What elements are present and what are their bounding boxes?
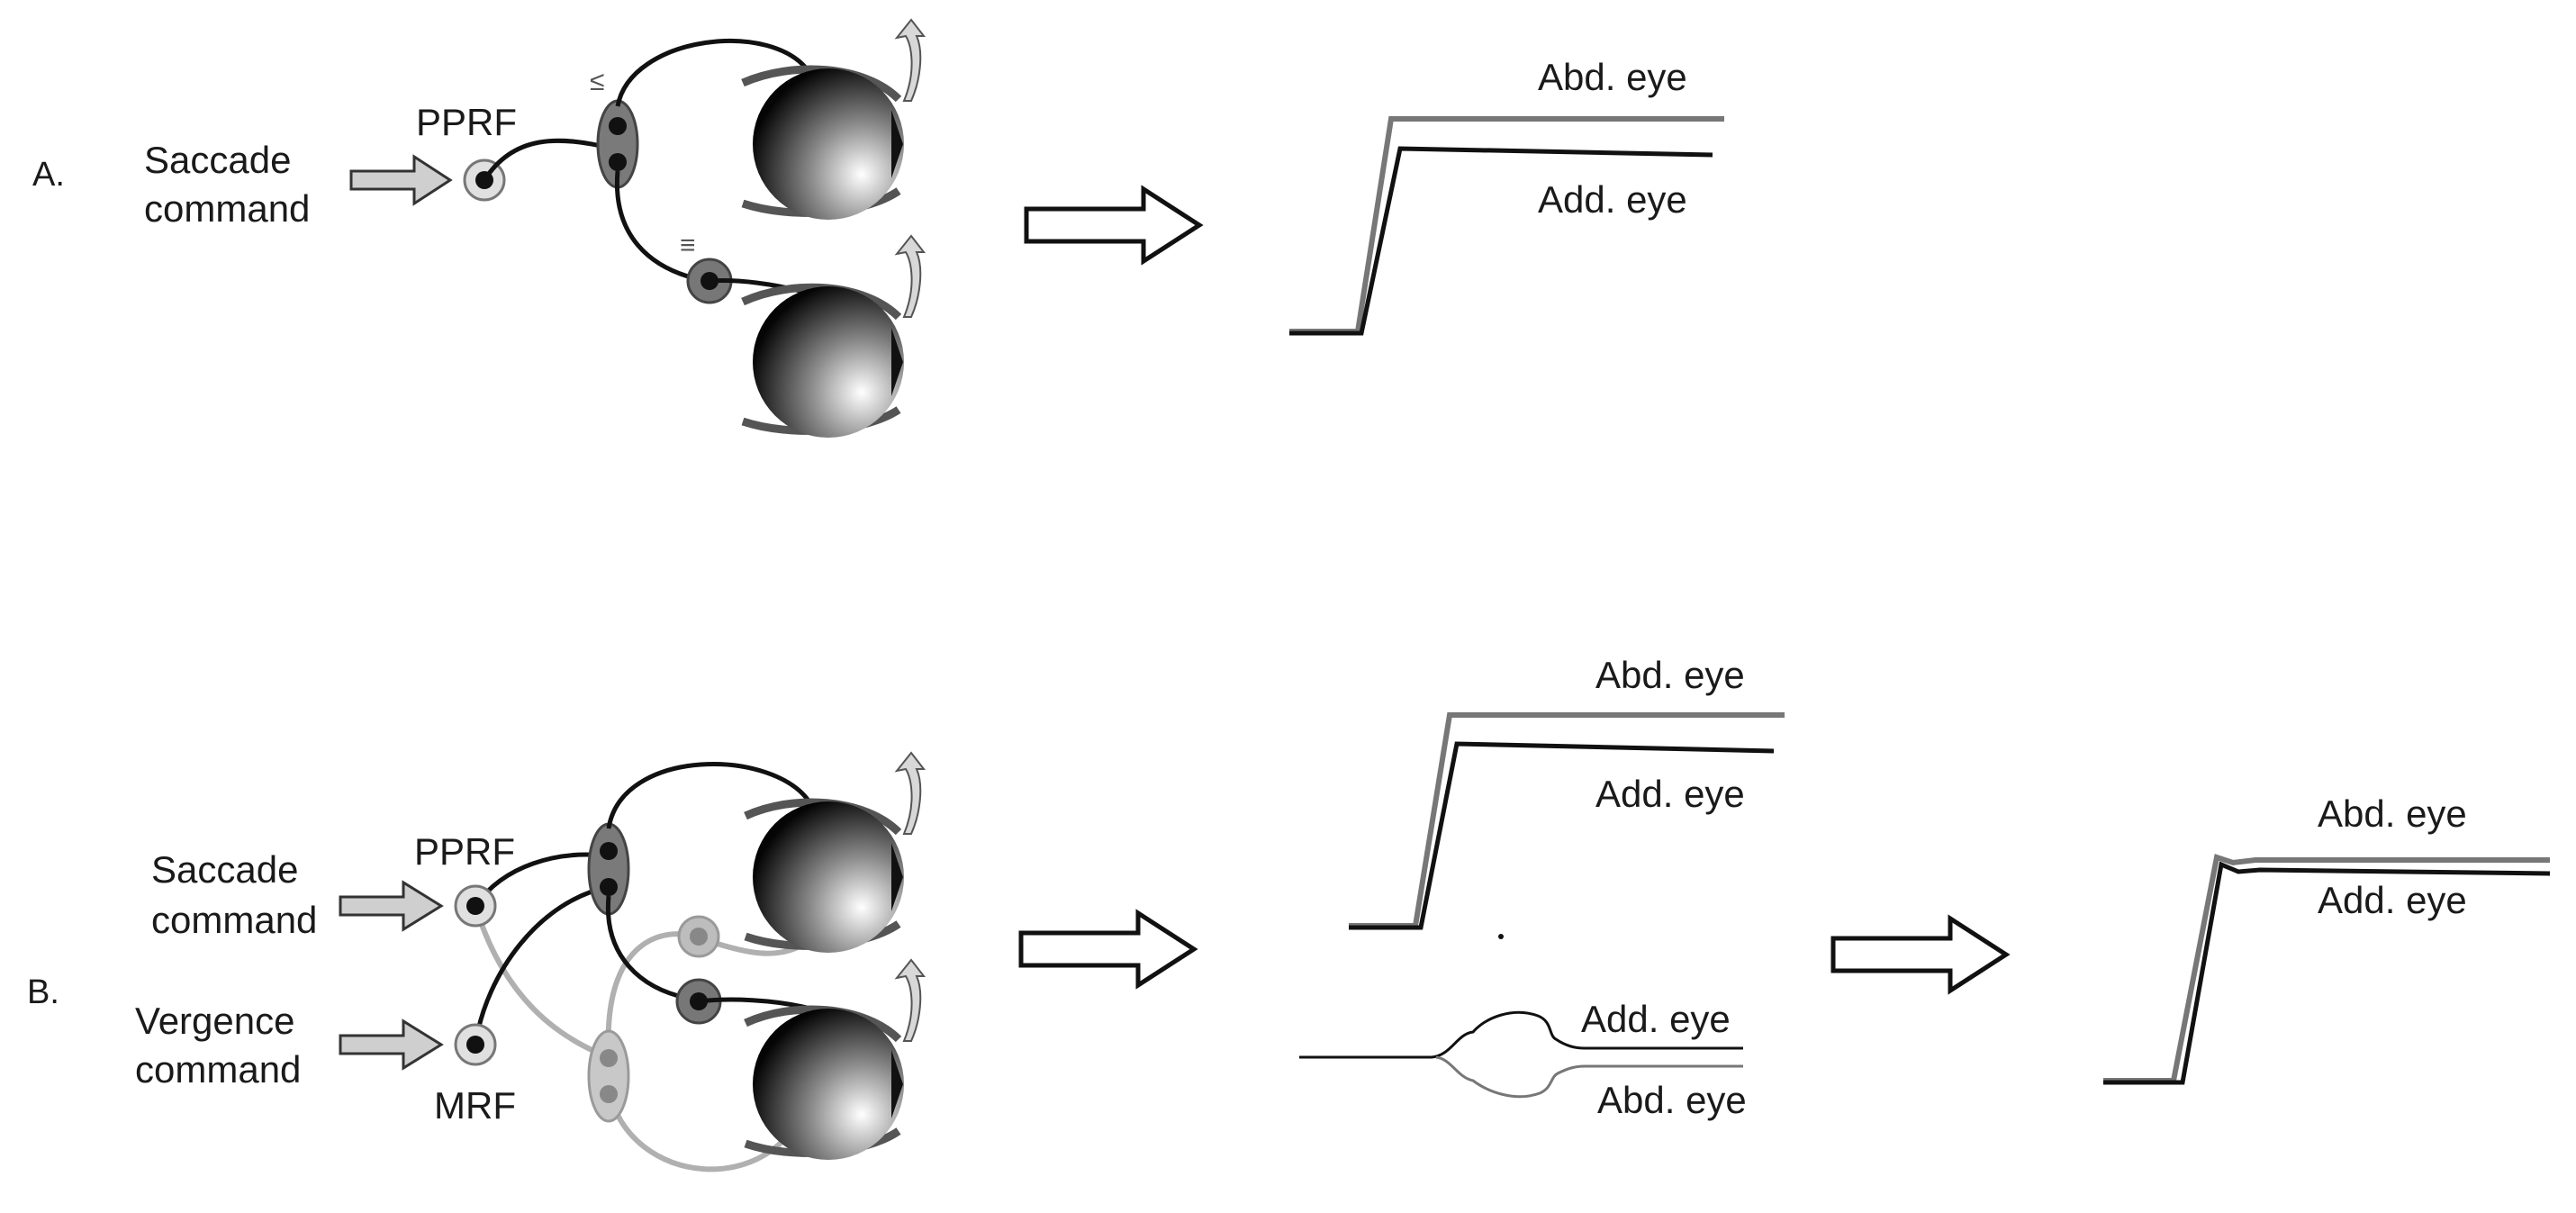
- panel-a-input-label-line2: command: [144, 187, 310, 230]
- panel-b-vergence-trace-abducting: [1435, 1055, 1743, 1099]
- panel-b-eye-upper: [744, 798, 904, 953]
- panel-a-abducens-axon: [482, 138, 613, 182]
- panel-b-vergence-trace-adducting: [1299, 1010, 1743, 1059]
- panel-b-motor-nerve-lower: [698, 997, 811, 1011]
- panel-a-rotation-arrow-lower: [894, 234, 926, 318]
- panel-b-combined-label-lower: Add. eye: [2318, 879, 2467, 921]
- panel-a-interneuron-path: [614, 170, 708, 284]
- panel-b-oculomotor-vergence-nucleus: [587, 1029, 630, 1123]
- panel-a-eye-upper: [741, 65, 904, 220]
- panel-b-combination-arrow: [1830, 914, 2011, 995]
- panel-b-vergence-input-arrow: [339, 1018, 444, 1071]
- panel-b-rotation-arrow-upper: [894, 751, 926, 835]
- panel-a-input-label-line1: Saccade: [144, 139, 291, 181]
- panel-b-combined-traces: Abd. eye Add. eye: [2103, 792, 2551, 1085]
- panel-a-rotation-arrow-upper: [894, 18, 926, 102]
- panel-b-motor-nerve-upper: [606, 762, 813, 829]
- panel-b-saccade-label-lower: Add. eye: [1595, 773, 1745, 815]
- panel-b-vergence-label-upper: Add. eye: [1581, 998, 1731, 1040]
- panel-b-saccade-trace-adducting: [1349, 741, 1775, 930]
- panel-b-rotation-arrow-lower: [894, 958, 926, 1042]
- panel-a-input-arrow: [349, 154, 453, 206]
- panel-b-saccade-input-arrow: [339, 880, 444, 932]
- panel-b-vergence-path-to-oculomotor: [473, 905, 601, 1056]
- panel-b-vergence-label-lower: Abd. eye: [1597, 1079, 1747, 1121]
- panel-b-mrf-axon: [473, 884, 610, 1046]
- panel-a-trace-label-lower: Add. eye: [1538, 178, 1687, 221]
- panel-a-eye-traces: Abd. eye Add. eye: [1289, 56, 1724, 336]
- panel-a-eye-lower: [741, 283, 904, 438]
- panel-b-outcome-arrow: [1018, 909, 1198, 990]
- panel-b-saccade-traces: Abd. eye Add. eye: [1349, 654, 1785, 939]
- panel-a: A. Saccade command PPRF ≤ ≡: [32, 18, 1724, 438]
- panel-a-letter: A.: [32, 156, 65, 194]
- panel-b-saccade-label-line2: command: [151, 899, 317, 941]
- panel-a-motor-mark-lower: ≡: [680, 231, 696, 260]
- panel-a-motor-nerve-upper: [615, 38, 813, 107]
- panel-b-vergence-label-line2: command: [135, 1048, 301, 1091]
- panel-b-combined-label-upper: Abd. eye: [2318, 792, 2467, 835]
- panel-b-combined-trace-adducting: [2103, 861, 2551, 1085]
- panel-a-nucleus-label: PPRF: [416, 101, 517, 143]
- panel-b-interneuron-path: [605, 895, 696, 1002]
- panel-b-mrf-label: MRF: [434, 1084, 516, 1127]
- panel-b-pprf-label: PPRF: [414, 830, 515, 873]
- panel-b-pprf-neuron: [454, 884, 497, 928]
- panel-b-vergence-interneuron: [677, 915, 720, 958]
- panel-b-eye-lower: [744, 1005, 904, 1160]
- panel-a-outcome-arrow: [1024, 185, 1204, 266]
- panel-b-vergence-label-line1: Vergence: [135, 1000, 294, 1042]
- panel-b-saccade-label-upper: Abd. eye: [1595, 654, 1745, 696]
- panel-a-motor-mark-upper: ≤: [590, 67, 604, 96]
- panel-b-saccade-label-line1: Saccade: [151, 848, 298, 891]
- panel-b-vergence-traces: Add. eye Abd. eye: [1299, 998, 1747, 1121]
- panel-a-trace-label-upper: Abd. eye: [1538, 56, 1687, 98]
- panel-b-letter: B.: [27, 973, 59, 1011]
- panel-b: B. Saccade command Vergence command PPRF…: [27, 654, 2551, 1172]
- panel-a-trace-adducting: [1289, 146, 1713, 336]
- panel-b-mrf-neuron: [454, 1023, 497, 1066]
